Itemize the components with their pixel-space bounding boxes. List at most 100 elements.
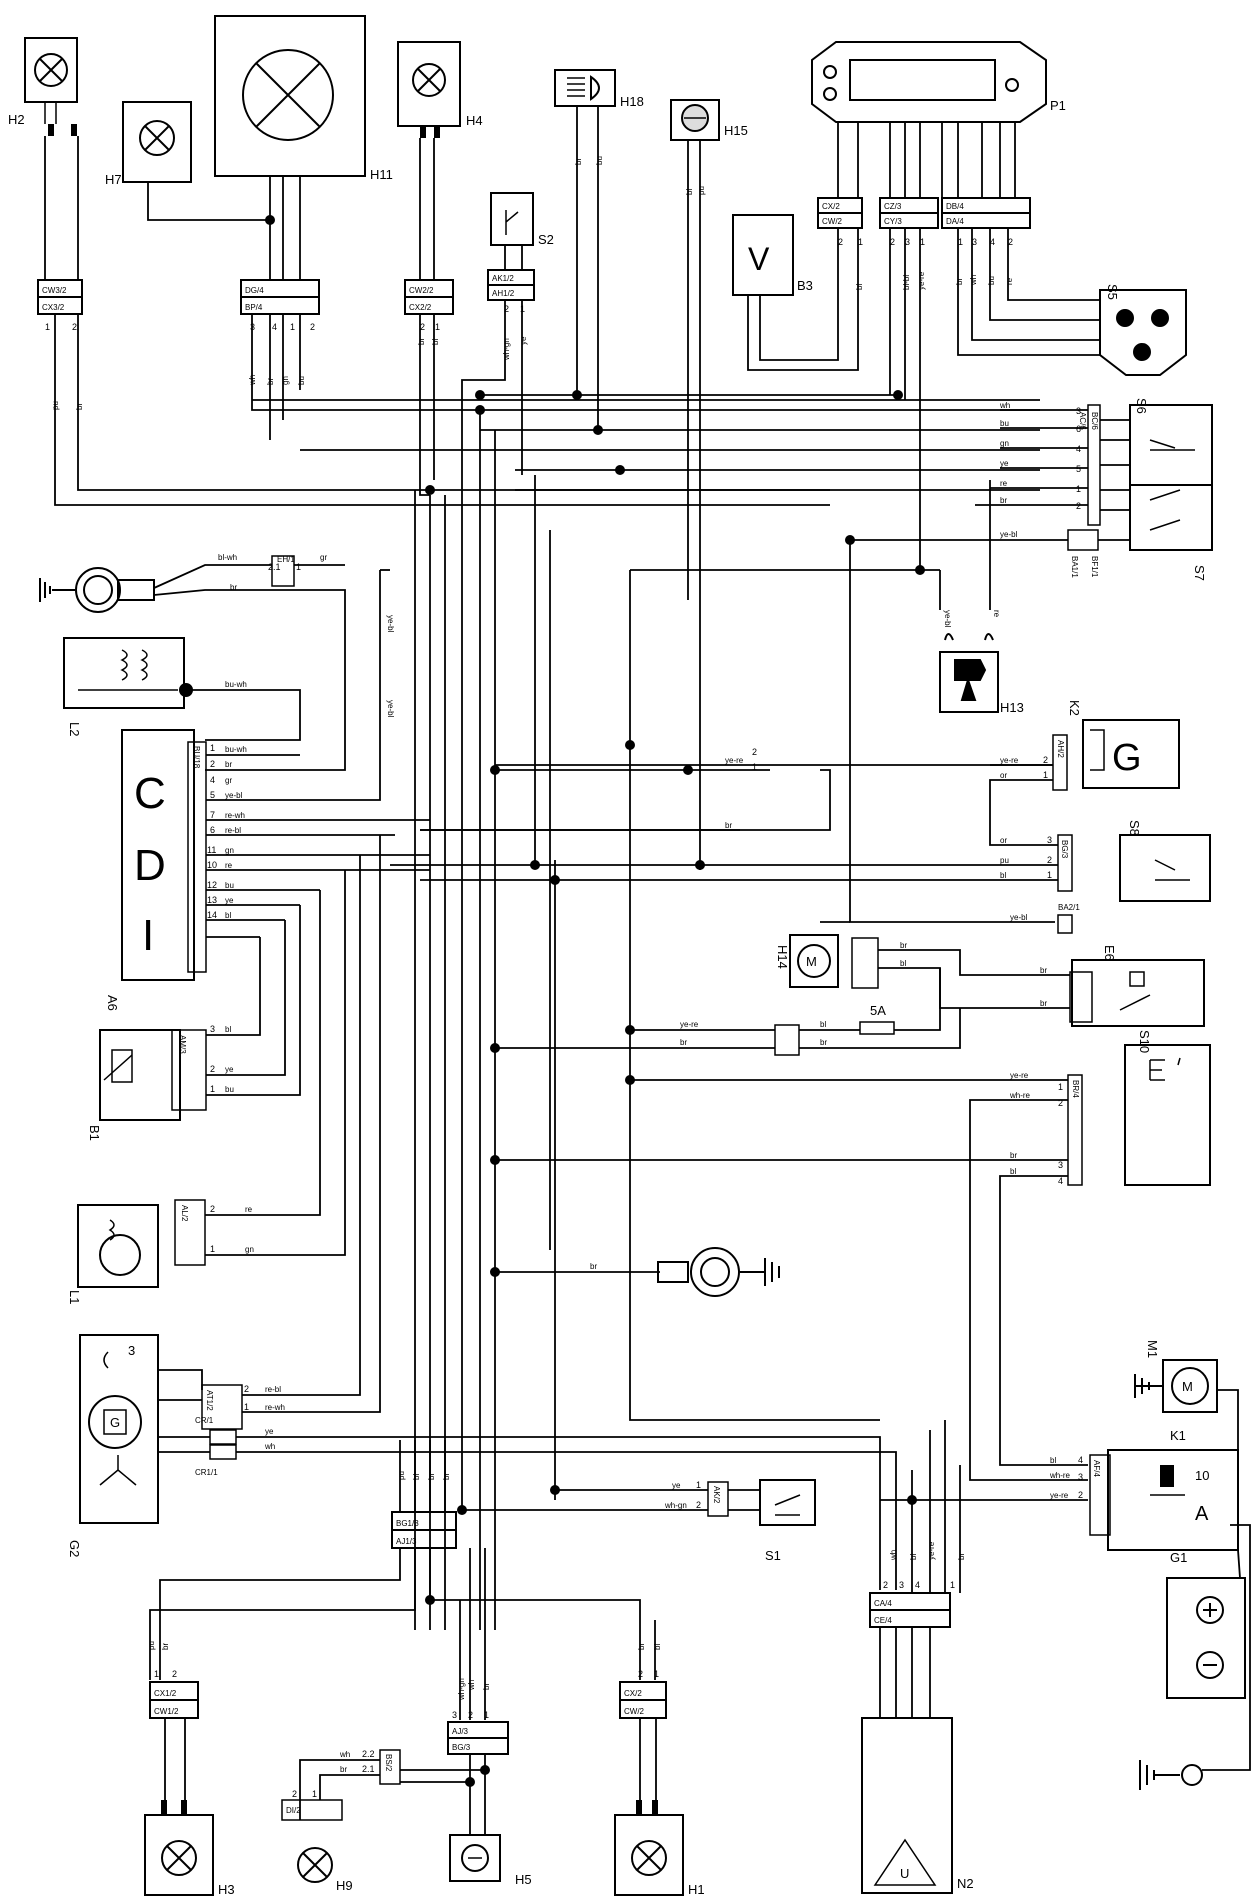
h14-motor-letter: M [806,954,817,969]
svg-text:1: 1 [244,1402,249,1412]
svg-text:br: br [230,583,237,592]
svg-text:CX2/2: CX2/2 [409,303,432,312]
svg-text:1: 1 [435,322,440,332]
connector-cx2-bottom: CX/2 CW/2 [619,1681,667,1719]
motor-h14: M H14 [775,934,879,989]
svg-text:AF/4: AF/4 [1092,1460,1101,1477]
svg-text:wh: wh [999,401,1010,410]
svg-text:AM/3: AM/3 [178,1035,187,1054]
svg-text:1: 1 [858,237,863,247]
svg-text:ye: ye [519,336,528,345]
svg-text:br: br [225,760,232,769]
label-k2: K2 [1067,700,1082,716]
module-n2: U N2 [861,1717,974,1894]
connector-di2: DI/2 [281,1799,343,1821]
svg-text:wh: wh [969,275,978,286]
svg-text:2: 2 [172,1669,177,1679]
right-top-wires [629,409,1130,1421]
svg-text:2: 2 [883,1580,888,1590]
svg-text:ye: ye [225,896,234,905]
svg-text:bl: bl [1010,1167,1016,1176]
svg-text:wh: wh [467,1680,476,1691]
svg-text:pu: pu [147,1641,156,1650]
svg-text:3: 3 [972,237,977,247]
svg-text:1: 1 [520,304,525,314]
connector-cw3: CW3/2 CX3/2 [37,279,83,315]
svg-text:ye-re: ye-re [1050,1491,1069,1500]
connector-aj3: AJ/3 BG/3 [447,1721,509,1755]
switch-s8: S8 [1119,820,1211,902]
svg-text:AJ/3: AJ/3 [452,1727,469,1736]
junction-dots [265,215,925,1787]
n2-letter: U [900,1866,909,1881]
svg-text:2: 2 [1008,237,1013,247]
svg-text:1: 1 [1043,770,1048,780]
svg-text:bl-wh: bl-wh [218,553,237,562]
svg-text:ye: ye [225,1065,234,1074]
svg-text:wh: wh [889,1550,898,1561]
svg-text:2: 2 [1076,501,1081,511]
svg-text:ye-bl: ye-bl [225,791,243,800]
svg-text:wh: wh [339,1750,350,1759]
svg-text:br: br [820,1038,827,1047]
svg-text:DG/4: DG/4 [245,286,264,295]
svg-text:bu: bu [987,276,996,285]
motor-m1: M M1 [1134,1340,1218,1413]
svg-text:1: 1 [210,743,215,753]
pin-numbers: 1 2 3 4 1 2 2 1 2 1 2 1 2 3 1 1 3 4 2 3 … [45,237,1083,1799]
svg-text:1: 1 [958,237,963,247]
l2-wire [192,689,301,741]
svg-text:bl: bl [1000,871,1006,880]
svg-text:wh-re: wh-re [1009,1091,1031,1100]
svg-text:10: 10 [207,860,217,870]
svg-text:bl: bl [855,284,864,290]
svg-text:br: br [161,1643,170,1650]
connector-am3: AM/3 [171,1029,207,1111]
svg-text:br: br [1040,966,1047,975]
svg-text:re-wh: re-wh [265,1403,285,1412]
svg-text:CX/2: CX/2 [822,202,840,211]
svg-text:br: br [1040,999,1047,1008]
label-s7: S7 [1192,565,1207,581]
svg-text:ye: ye [672,1481,681,1490]
svg-text:br: br [590,1262,597,1271]
cdi-wires [206,569,430,938]
svg-text:2: 2 [292,1789,297,1799]
svg-text:4: 4 [272,322,277,332]
svg-text:2.1: 2.1 [362,1764,375,1774]
label-l2: L2 [67,722,82,736]
svg-text:re: re [1005,277,1014,285]
svg-text:gr: gr [225,776,232,785]
svg-text:gn: gn [281,376,290,385]
switch-s2: S2 [490,192,554,247]
label-p1: P1 [1050,98,1066,113]
svg-text:BC/6: BC/6 [1090,412,1099,430]
svg-text:CW/2: CW/2 [822,217,843,226]
connector-bg13: BG1/3 AJ1/3 [391,1511,457,1549]
svg-text:ye: ye [265,1427,274,1436]
label-h14: H14 [775,945,790,969]
svg-text:bl: bl [1050,1456,1056,1465]
svg-text:br: br [482,1683,491,1690]
svg-text:1: 1 [1058,1082,1063,1092]
svg-text:ye-bl: ye-bl [943,610,952,628]
label-s6: S6 [1134,398,1149,414]
svg-text:1: 1 [312,1789,317,1799]
svg-text:br: br [574,158,583,165]
svg-text:gn: gn [245,1245,254,1254]
svg-text:ye-bl: ye-bl [1000,530,1018,539]
label-g1: G1 [1170,1550,1187,1565]
svg-text:CR1/1: CR1/1 [195,1468,218,1477]
svg-text:gr: gr [320,553,327,562]
svg-text:re-bl: re-bl [265,1385,281,1394]
svg-text:CR/1: CR/1 [195,1416,214,1425]
svg-text:2: 2 [1043,755,1048,765]
svg-text:BG/3: BG/3 [452,1743,471,1752]
svg-text:AK1/2: AK1/2 [492,274,514,283]
connector-eh1: EH/1 [271,555,295,587]
svg-text:3: 3 [1047,835,1052,845]
svg-text:ye-re: ye-re [1000,756,1019,765]
svg-text:or: or [1000,836,1007,845]
svg-text:br: br [340,1765,347,1774]
connector-ah2-k2: AH/2 [1052,734,1068,791]
